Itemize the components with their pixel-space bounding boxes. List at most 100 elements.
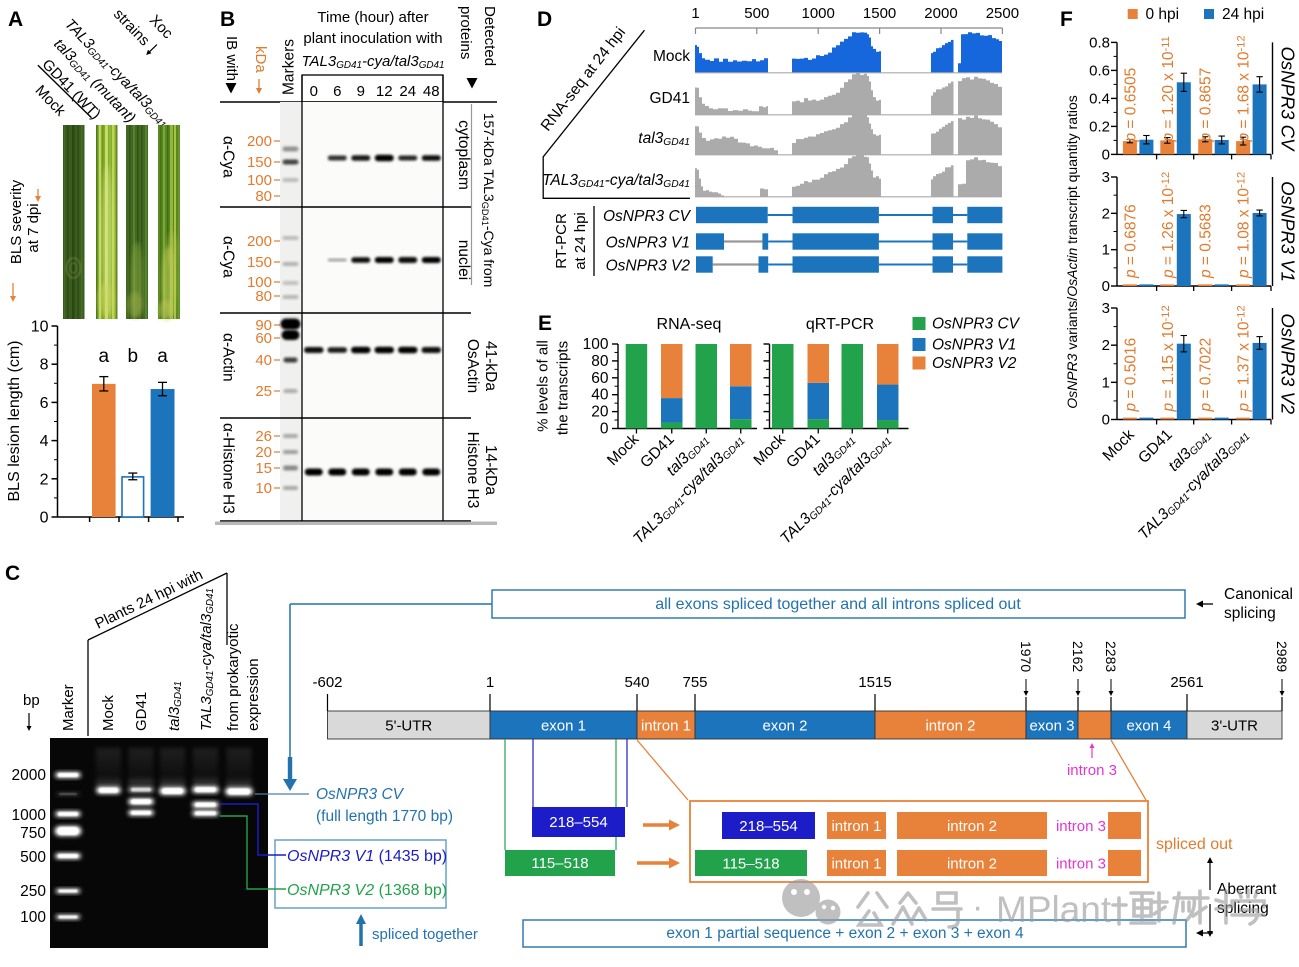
svg-text:at 24 hpi: at 24 hpi bbox=[572, 212, 589, 270]
svg-text:a: a bbox=[157, 346, 168, 367]
svg-text:a: a bbox=[99, 346, 110, 367]
svg-text:2: 2 bbox=[1102, 205, 1110, 222]
svg-text:intron 3: intron 3 bbox=[1056, 856, 1106, 873]
svg-text:0: 0 bbox=[310, 83, 318, 100]
svg-text:OsNPR3 CV: OsNPR3 CV bbox=[1278, 46, 1299, 151]
svg-text:2561: 2561 bbox=[1170, 674, 1203, 691]
svg-text:26: 26 bbox=[255, 428, 272, 445]
svg-text:nuclei: nuclei bbox=[455, 240, 472, 281]
svg-text:qRT-PCR: qRT-PCR bbox=[806, 316, 874, 333]
svg-text:1515: 1515 bbox=[858, 674, 891, 691]
svg-text:intron 3: intron 3 bbox=[1056, 818, 1106, 835]
svg-text:p = 1.15 x 10-12: p = 1.15 x 10-12 bbox=[1160, 305, 1177, 412]
svg-text:p = 1.68 x 10-12: p = 1.68 x 10-12 bbox=[1236, 35, 1253, 142]
svg-text:α-Cya: α-Cya bbox=[220, 236, 237, 278]
svg-text:intron 2: intron 2 bbox=[947, 818, 997, 835]
svg-text:MPlant: MPlant bbox=[996, 889, 1112, 930]
svg-text:750: 750 bbox=[20, 825, 46, 842]
svg-text:Detected: Detected bbox=[481, 6, 498, 66]
svg-text:0: 0 bbox=[1102, 278, 1110, 295]
svg-text:250: 250 bbox=[20, 883, 46, 900]
svg-text:p = 1.37 x 10-12: p = 1.37 x 10-12 bbox=[1236, 305, 1253, 412]
svg-text:exon 2: exon 2 bbox=[762, 718, 807, 735]
svg-text:intron 1: intron 1 bbox=[831, 818, 881, 835]
svg-text:exon 3: exon 3 bbox=[1029, 718, 1074, 735]
svg-text:20: 20 bbox=[255, 444, 272, 461]
svg-text:12: 12 bbox=[376, 83, 393, 100]
svg-text:1: 1 bbox=[1102, 374, 1110, 391]
svg-text:OsNPR3 V2: OsNPR3 V2 bbox=[932, 355, 1017, 372]
svg-text:at 7 dpi: at 7 dpi bbox=[25, 203, 42, 252]
svg-text:Markers: Markers bbox=[281, 39, 298, 95]
svg-text:150: 150 bbox=[247, 154, 272, 171]
svg-text:80: 80 bbox=[591, 353, 609, 370]
svg-text:2162: 2162 bbox=[1070, 641, 1086, 672]
svg-text:48: 48 bbox=[423, 83, 440, 100]
svg-text:0: 0 bbox=[1102, 412, 1110, 429]
svg-text:40: 40 bbox=[255, 352, 272, 369]
svg-text:OsNPR3 V1 (1435 bp): OsNPR3 V1 (1435 bp) bbox=[287, 848, 447, 865]
svg-text:3: 3 bbox=[1102, 300, 1110, 317]
svg-text:24 hpi: 24 hpi bbox=[1222, 6, 1264, 23]
svg-text:OsNPR3 V2: OsNPR3 V2 bbox=[1278, 313, 1299, 414]
svg-text:intron 1: intron 1 bbox=[641, 718, 691, 735]
svg-text:p = 0.5683: p = 0.5683 bbox=[1198, 204, 1215, 279]
svg-text:the transcripts: the transcripts bbox=[555, 341, 572, 435]
svg-text:0.6: 0.6 bbox=[1089, 62, 1110, 79]
svg-text:100: 100 bbox=[247, 172, 272, 189]
svg-text:0: 0 bbox=[40, 510, 49, 527]
svg-text:90: 90 bbox=[255, 317, 272, 334]
svg-text:500: 500 bbox=[744, 5, 769, 22]
svg-text:60: 60 bbox=[591, 370, 609, 387]
svg-text:218–554: 218–554 bbox=[549, 814, 607, 831]
svg-text:expression: expression bbox=[245, 658, 262, 731]
svg-text:1970: 1970 bbox=[1018, 641, 1034, 672]
svg-text:8: 8 bbox=[40, 357, 49, 374]
svg-text:60: 60 bbox=[255, 330, 272, 347]
svg-text:5'-UTR: 5'-UTR bbox=[385, 718, 432, 735]
svg-text:24: 24 bbox=[399, 83, 416, 100]
svg-text:intron 1: intron 1 bbox=[831, 856, 881, 873]
svg-text:plant inoculation with: plant inoculation with bbox=[303, 30, 442, 47]
svg-text:proteins: proteins bbox=[457, 6, 474, 59]
svg-text:p = 1.08 x 10-12: p = 1.08 x 10-12 bbox=[1236, 172, 1253, 279]
svg-text:2: 2 bbox=[40, 471, 49, 488]
svg-text:F: F bbox=[1060, 8, 1073, 31]
svg-text:OsNPR3 variants/OsActin transc: OsNPR3 variants/OsActin transcript quant… bbox=[1064, 95, 1080, 409]
svg-text:α-Actin: α-Actin bbox=[220, 333, 237, 382]
svg-text:(full length 1770 bp): (full length 1770 bp) bbox=[316, 808, 453, 825]
svg-text:218–554: 218–554 bbox=[739, 818, 797, 835]
svg-text:150: 150 bbox=[247, 254, 272, 271]
svg-text:115–518: 115–518 bbox=[531, 855, 588, 872]
svg-text:BLS severity: BLS severity bbox=[8, 179, 25, 264]
svg-text:0.4: 0.4 bbox=[1089, 90, 1110, 107]
svg-text:from prokaryotic: from prokaryotic bbox=[225, 623, 242, 731]
svg-text:755: 755 bbox=[682, 674, 707, 691]
svg-text:6: 6 bbox=[40, 395, 49, 412]
svg-text:9: 9 bbox=[357, 83, 365, 100]
svg-text:α-Cya: α-Cya bbox=[220, 136, 237, 178]
svg-text:40: 40 bbox=[591, 387, 609, 404]
svg-text:kDa: kDa bbox=[252, 46, 269, 73]
svg-text:p = 0.5016: p = 0.5016 bbox=[1122, 338, 1139, 413]
svg-text:14-kDa: 14-kDa bbox=[482, 445, 499, 495]
svg-text:200: 200 bbox=[247, 233, 272, 250]
svg-text:OsNPR3 V1: OsNPR3 V1 bbox=[1278, 181, 1299, 282]
svg-text:intron 2: intron 2 bbox=[947, 856, 997, 873]
svg-text:1: 1 bbox=[691, 5, 699, 22]
svg-text:41-kDa: 41-kDa bbox=[482, 341, 499, 391]
svg-text:GD41: GD41 bbox=[133, 692, 150, 731]
svg-text:bp: bp bbox=[23, 692, 40, 709]
svg-text:OsNPR3 CV: OsNPR3 CV bbox=[316, 786, 405, 803]
svg-text:0.8: 0.8 bbox=[1089, 34, 1110, 51]
svg-text:OsNPR3 V1: OsNPR3 V1 bbox=[932, 337, 1016, 354]
svg-text:OsNPR3 V1: OsNPR3 V1 bbox=[606, 235, 690, 252]
svg-text:tal3GD41: tal3GD41 bbox=[638, 130, 690, 148]
svg-text:2989: 2989 bbox=[1274, 641, 1290, 672]
svg-text:2283: 2283 bbox=[1103, 641, 1119, 672]
svg-text:4: 4 bbox=[40, 433, 49, 450]
svg-text:tal3GD41: tal3GD41 bbox=[166, 681, 184, 731]
svg-text:Mock: Mock bbox=[653, 48, 690, 65]
svg-text:0: 0 bbox=[1102, 146, 1110, 163]
svg-text:2000: 2000 bbox=[924, 5, 957, 22]
